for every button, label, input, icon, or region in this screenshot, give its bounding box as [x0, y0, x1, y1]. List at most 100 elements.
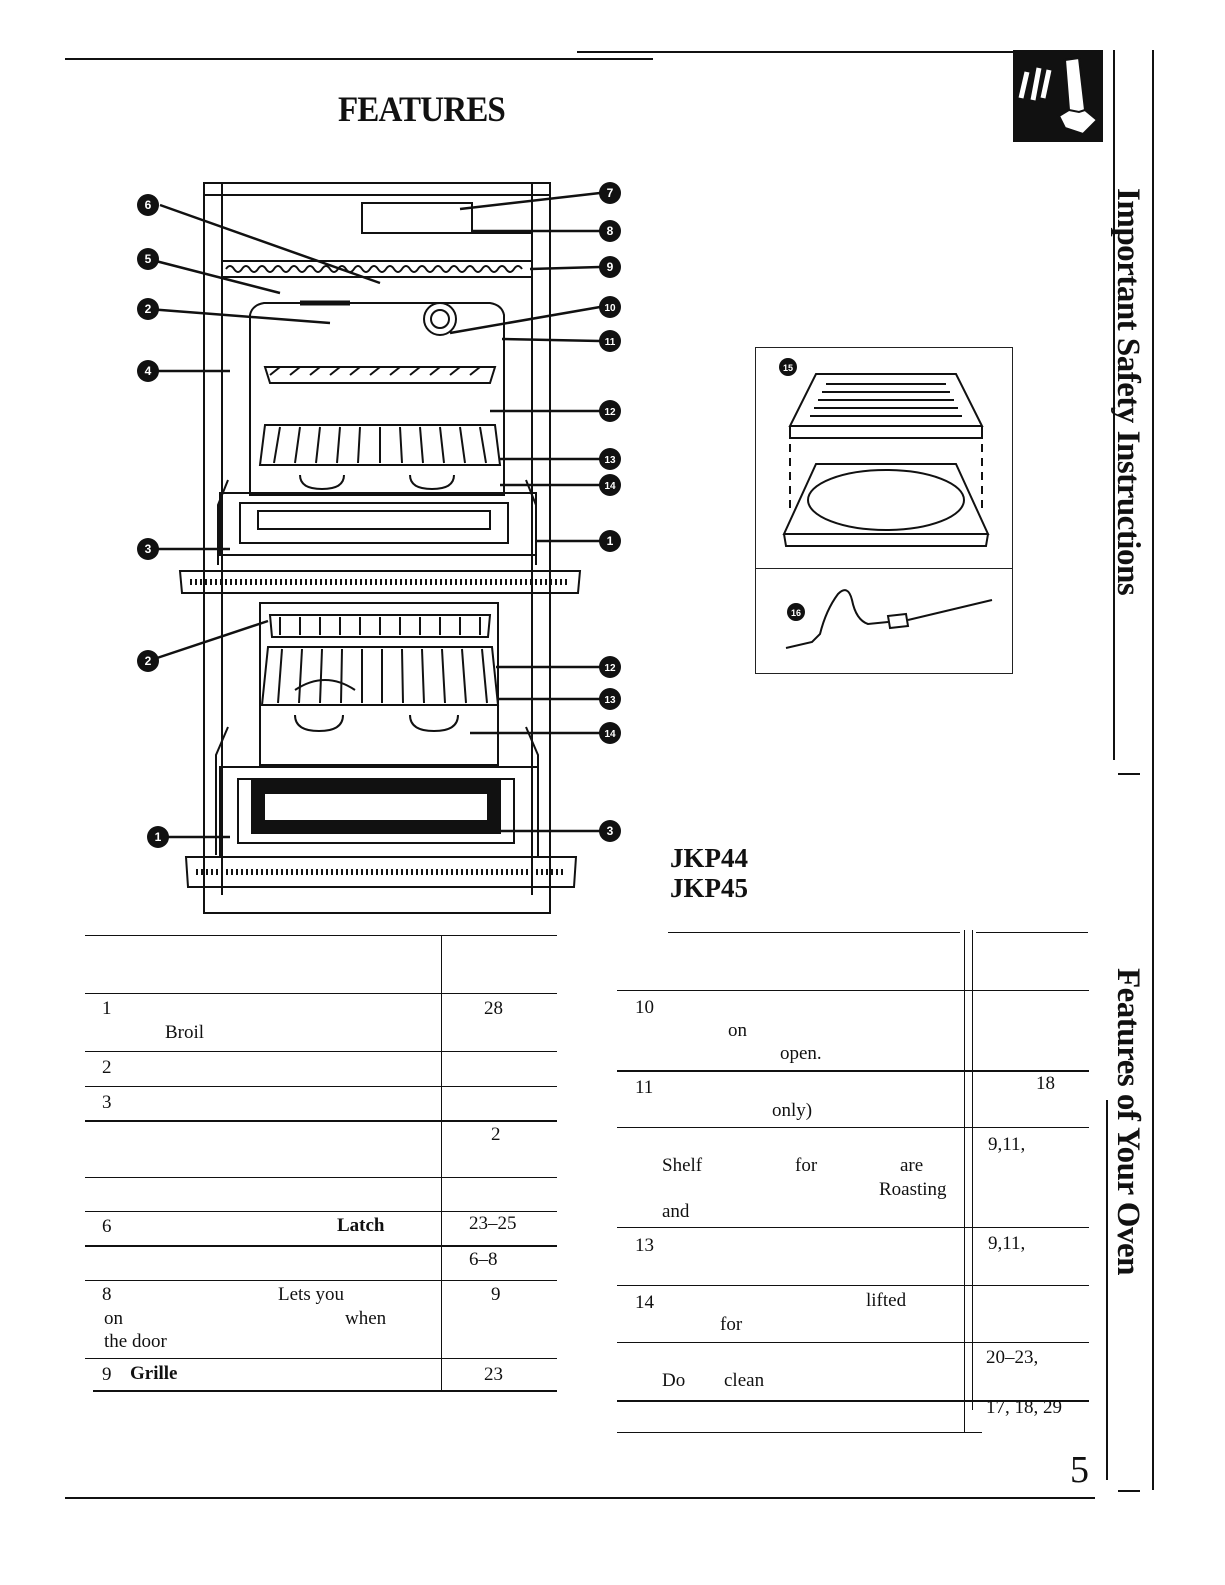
callout-5: [137, 248, 159, 270]
callout-16: [787, 603, 805, 621]
right-row-16-pages: 17, 18, 29: [986, 1397, 1062, 1418]
right-row-14-text-a: lifted: [866, 1290, 907, 1311]
left-row-8-text-c: when: [345, 1308, 387, 1329]
right-row-11-num: 11: [635, 1077, 654, 1098]
footer-rule: [65, 1497, 1095, 1499]
header-rule-right: [577, 51, 1097, 53]
left-row-4-pages: 2: [491, 1124, 501, 1145]
left-row-9-label: Grille: [130, 1363, 178, 1384]
right-row-12-pages: 9,11,: [988, 1134, 1026, 1155]
callout-7: [599, 182, 621, 204]
side-rule-1: [1113, 50, 1115, 760]
oven-illustration: 6 5 2 4 3 2 1 7 8 9 10 11 12 13 14 1 12 …: [137, 182, 621, 914]
left-row-9-num: 9: [102, 1364, 112, 1385]
side-tick-2: [1118, 1490, 1140, 1492]
side-rule-3: [1106, 1100, 1108, 1480]
left-row-1-pages: 28: [484, 998, 503, 1019]
right-row-13-num: 13: [635, 1235, 654, 1256]
callout-1b-label: 1: [155, 830, 162, 844]
right-row-12-text-c: are: [900, 1155, 924, 1176]
callout-13a: [599, 448, 621, 470]
callout-8-label: 8: [607, 224, 614, 238]
left-row-6-num: 6: [102, 1216, 112, 1237]
right-row-15-text-b: clean: [724, 1370, 765, 1391]
callout-13b-label: 13: [604, 695, 616, 706]
left-row-8-text-d: the door: [104, 1331, 167, 1352]
right-row-10-text-a: on: [728, 1020, 747, 1041]
right-row-11-text: only): [772, 1100, 813, 1121]
right-row-15-text-a: Do: [662, 1370, 686, 1391]
left-row-8-text-b: on: [104, 1308, 123, 1329]
left-row-6-pages: 23–25: [469, 1213, 517, 1234]
callout-10: [599, 296, 621, 318]
callout-2a-label: 2: [145, 302, 152, 316]
callout-10-label: 10: [604, 303, 616, 314]
left-row-8-num: 8: [102, 1284, 112, 1305]
right-row-13-pages: 9,11,: [988, 1233, 1026, 1254]
left-row-8-pages: 9: [491, 1284, 501, 1305]
callout-12b: [599, 656, 621, 678]
callout-12a: [599, 400, 621, 422]
meat-probe-illustration: 16: [785, 589, 993, 649]
right-row-10-text-b: open.: [780, 1043, 822, 1064]
callout-13b: [599, 688, 621, 710]
model-number-1: JKP44: [670, 843, 748, 873]
callout-9: [599, 256, 621, 278]
left-row-1-num: 1: [102, 998, 112, 1019]
callout-4: [137, 360, 159, 382]
side-tab-safety: Important Safety Instructions: [1110, 188, 1146, 596]
broiler-pan-illustration: 15: [779, 358, 990, 547]
callout-2b-label: 2: [145, 654, 152, 668]
right-row-15-pages: 20–23,: [986, 1347, 1039, 1368]
page-number: 5: [1070, 1449, 1089, 1491]
callout-12b-label: 12: [604, 663, 616, 674]
page-title: FEATURES: [338, 89, 506, 129]
callout-1a-label: 1: [607, 534, 614, 548]
callout-14b: [599, 722, 621, 744]
left-row-8-text-a: Lets you: [278, 1284, 344, 1305]
callout-14b-label: 14: [604, 729, 616, 740]
callout-8: [599, 220, 621, 242]
callout-5-label: 5: [145, 252, 152, 266]
callout-13a-label: 13: [604, 455, 616, 466]
callout-2a: [137, 298, 159, 320]
callout-9-label: 9: [607, 260, 614, 274]
model-number-2: JKP45: [670, 873, 748, 903]
right-row-12-text-e: and: [662, 1201, 690, 1222]
left-row-7-pages: 6–8: [469, 1249, 498, 1270]
right-row-14-num: 14: [635, 1292, 654, 1313]
callout-12a-label: 12: [604, 407, 616, 418]
callout-3a-label: 3: [145, 542, 152, 556]
callout-14a: [599, 474, 621, 496]
right-row-12-text-a: Shelf: [662, 1155, 703, 1176]
left-row-2-num: 2: [102, 1057, 112, 1078]
right-row-12-text-b: for: [795, 1155, 818, 1176]
callout-6: [137, 194, 159, 216]
callout-3b: [599, 820, 621, 842]
right-row-14-text-b: for: [720, 1314, 743, 1335]
left-row-3-num: 3: [102, 1092, 112, 1113]
header-rule-left: [65, 58, 653, 60]
callout-7-label: 7: [607, 186, 614, 200]
accessories-panel: [755, 347, 1013, 674]
side-tab-features: Features of Your Oven: [1110, 968, 1146, 1275]
accessories-divider: [755, 568, 1013, 569]
side-rule-2: [1152, 50, 1154, 1490]
callout-1a: [599, 530, 621, 552]
callout-11-label: 11: [605, 337, 616, 348]
left-row-6-label: Latch: [337, 1215, 385, 1236]
left-row-9-pages: 23: [484, 1364, 503, 1385]
right-row-12-text-d: Roasting: [879, 1179, 947, 1200]
callout-1b: [147, 826, 169, 848]
callout-2b: [137, 650, 159, 672]
right-row-11-pages: 18: [1036, 1073, 1055, 1094]
callout-16-label: 16: [791, 608, 801, 618]
callout-6-label: 6: [145, 198, 152, 212]
callout-11: [599, 330, 621, 352]
callout-3a: [137, 538, 159, 560]
side-tick-1: [1118, 773, 1140, 775]
callout-4-label: 4: [145, 364, 152, 378]
callout-15-label: 15: [783, 363, 793, 373]
left-row-1-text: Broil: [165, 1022, 205, 1043]
hand-pointer-icon: [1013, 50, 1103, 142]
